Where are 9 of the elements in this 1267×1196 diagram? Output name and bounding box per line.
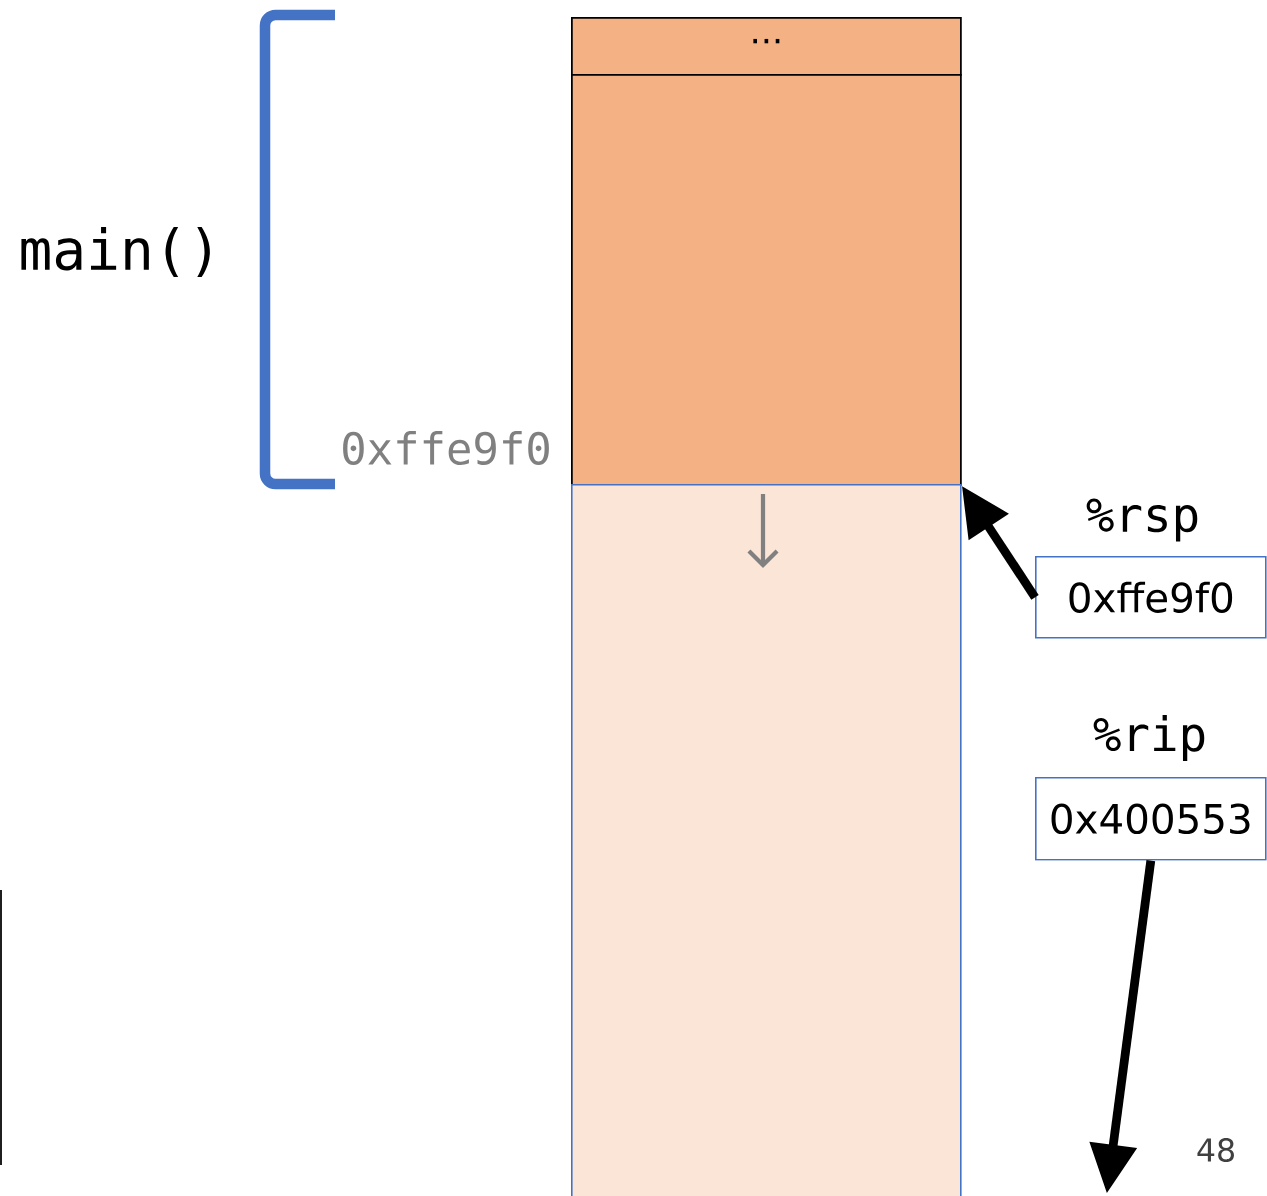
register-name: %rip (1093, 715, 1205, 761)
stack-cell: ... (571, 17, 962, 76)
page-number: 48 (1197, 1138, 1234, 1162)
register-box: 0x400553 (1035, 777, 1267, 861)
stack-area (571, 484, 962, 1196)
function-name: main() (21, 226, 210, 278)
register-name: %rsp (1086, 498, 1198, 542)
address-label: 0xffe9f0 (343, 431, 549, 465)
register-box: 0xffe9f0 (1035, 556, 1267, 639)
